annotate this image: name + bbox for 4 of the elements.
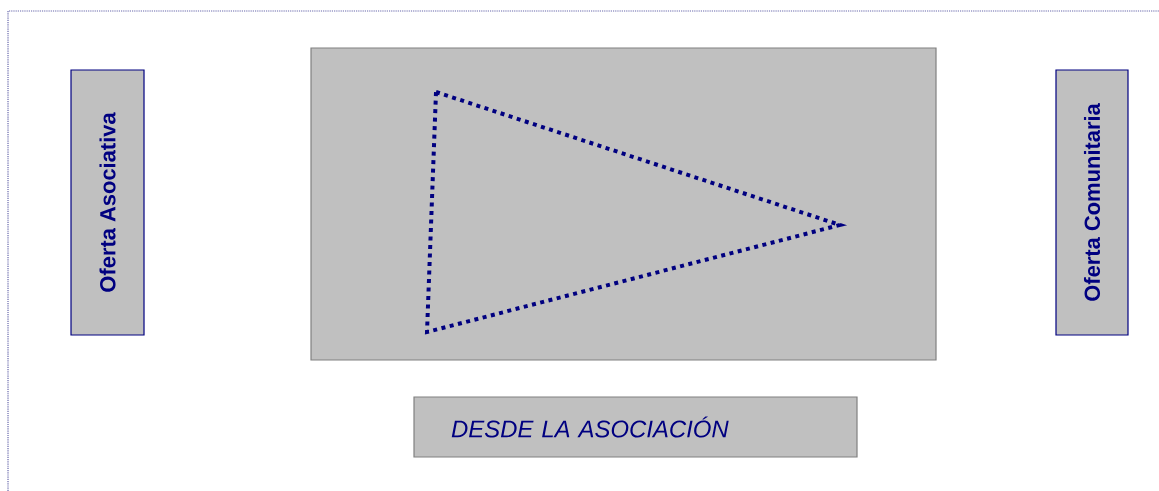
caption-box: DESDE LA ASOCIACIÓN (413, 396, 858, 458)
panel-box (310, 47, 937, 361)
label-box: Oferta Asociativa (70, 69, 145, 336)
label-box: Oferta Comunitaria (1055, 69, 1129, 336)
